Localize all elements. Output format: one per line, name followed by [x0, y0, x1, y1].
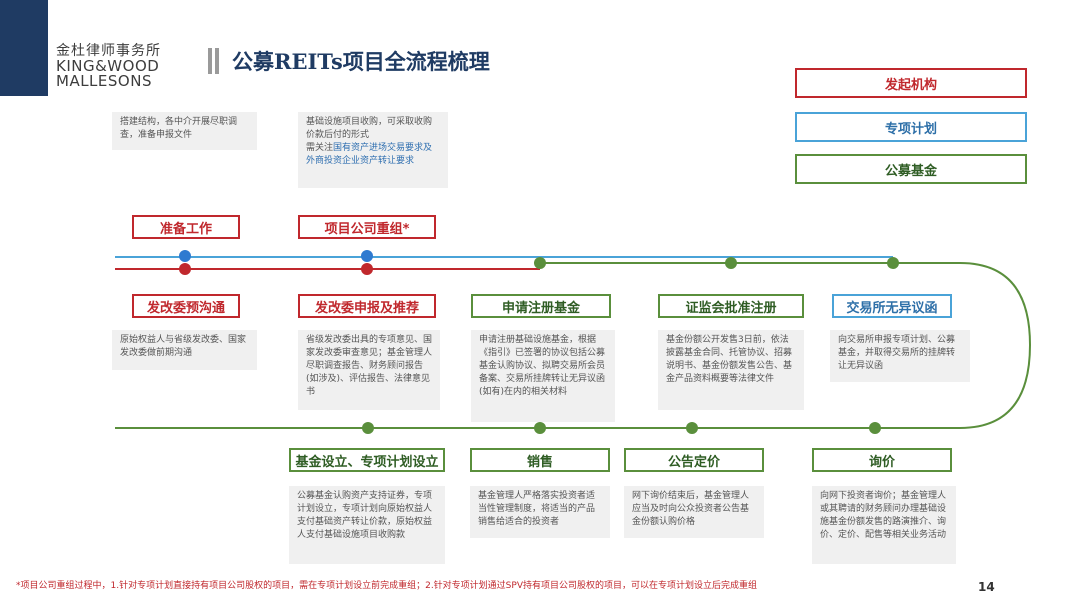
stage-reorg: 项目公司重组*: [298, 215, 436, 239]
page-title: 公募REITs项目全流程梳理: [232, 49, 490, 74]
stage-ndrc-comm: 发改委预沟通: [132, 294, 240, 318]
milestone-dot-ndrc-apply: [361, 263, 373, 275]
milestone-dot-prep: [179, 250, 191, 262]
note-inquiry: 向网下投资者询价；基金管理人或其聘请的财务顾问办理基础设施基金份额发售的路演推介…: [812, 486, 956, 564]
note-apply-reg: 申请注册基础设施基金，根据《指引》已签署的协议包括公募基金认购协议、拟聘交易所会…: [471, 330, 615, 422]
note-ndrc-comm: 原始权益人与省级发改委、国家发改委做前期沟通: [112, 330, 257, 370]
milestone-dot-exchange: [887, 257, 899, 269]
logo-en-line1: KING&WOOD: [56, 56, 160, 75]
milestone-dot-setup: [362, 422, 374, 434]
logo-en-line2: MALLESONS: [56, 72, 152, 91]
milestone-dot-inquiry: [869, 422, 881, 434]
page-number: 14: [978, 580, 995, 594]
stage-sales: 销售: [470, 448, 610, 472]
note-setup: 公募基金认购资产支持证券，专项计划设立，专项计划向原始权益人支付基础资产转让价款…: [289, 486, 445, 564]
footnote: *项目公司重组过程中，1.针对专项计划直接持有项目公司股权的项目，需在专项计划设…: [16, 581, 757, 591]
stage-pricing: 公告定价: [624, 448, 764, 472]
note-prep: 搭建结构，各中介开展尽职调查，准备申报文件: [112, 112, 257, 150]
milestone-dot-apply-reg: [534, 257, 546, 269]
title-bar-decoration-2: [215, 48, 219, 74]
stage-inquiry: 询价: [812, 448, 952, 472]
note-sales: 基金管理人严格落实投资者适当性管理制度，将适当的产品销售给适合的投资者: [470, 486, 610, 538]
milestone-dot-sales: [534, 422, 546, 434]
stage-setup: 基金设立、专项计划设立: [289, 448, 445, 472]
firm-logo: 金杜律师事务所 KING&WOOD MALLESONS: [56, 44, 161, 90]
stage-prep: 准备工作: [132, 215, 240, 239]
milestone-dot-reorg: [361, 250, 373, 262]
flow-line-public-fund: [115, 262, 1032, 429]
stage-csrc: 证监会批准注册: [658, 294, 804, 318]
note-csrc: 基金份额公开发售3日前，依法披露基金合同、托管协议、招募说明书、基金份额发售公告…: [658, 330, 804, 410]
legend-special-plan: 专项计划: [795, 112, 1027, 142]
note-exchange: 向交易所申报专项计划、公募基金，并取得交易所的挂牌转让无异议函: [830, 330, 970, 382]
milestone-dot-pricing: [686, 422, 698, 434]
legend-originator: 发起机构: [795, 68, 1027, 98]
note-reorg-line1: 基础设施项目收购，可采取收购价款后付的形式: [306, 117, 433, 140]
stage-ndrc-apply: 发改委申报及推荐: [298, 294, 436, 318]
milestone-dot-ndrc-comm: [179, 263, 191, 275]
logo-cn: 金杜律师事务所: [56, 43, 161, 59]
note-reorg: 基础设施项目收购，可采取收购价款后付的形式 需关注国有资产进场交易要求及外商投资…: [298, 112, 448, 188]
stage-exchange: 交易所无异议函: [832, 294, 952, 318]
note-pricing: 网下询价结束后，基金管理人应当及时向公众投资者公告基金份额认购价格: [624, 486, 764, 538]
milestone-dot-csrc: [725, 257, 737, 269]
corner-decoration: [0, 0, 48, 96]
note-reorg-line2a: 需关注: [306, 143, 334, 153]
stage-apply-reg: 申请注册基金: [471, 294, 611, 318]
note-reorg-line2b: 国有资产进场交易要求及外商投资企业资产转让要求: [306, 143, 433, 166]
note-ndrc-apply: 省级发改委出具的专项意见、国家发改委审查意见；基金管理人尽职调查报告、财务顾问报…: [298, 330, 440, 410]
legend-public-fund: 公募基金: [795, 154, 1027, 184]
title-bar-decoration: [208, 48, 212, 74]
